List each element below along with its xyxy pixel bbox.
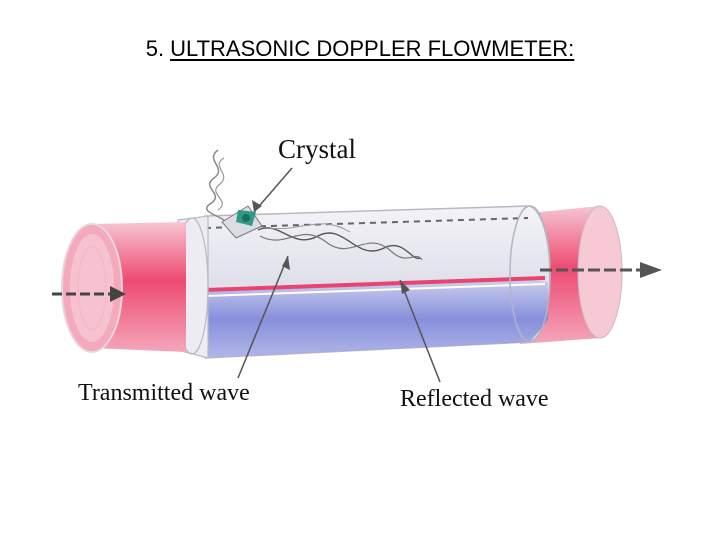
title-number: 5.	[145, 36, 165, 61]
flow-in-arrow	[52, 286, 126, 302]
flow-out-arrow	[540, 262, 662, 278]
inlet-pipe	[61, 222, 186, 353]
transmitted-wave-label: Transmitted wave	[78, 380, 250, 406]
crystal-label: Crystal	[278, 134, 356, 164]
reflected-wave-label: Reflected wave	[400, 386, 549, 412]
slide-title: 5.ULTRASONIC DOPPLER FLOWMETER:	[0, 36, 720, 62]
sensor-housing	[175, 205, 551, 359]
crystal-transducer	[206, 149, 263, 239]
ultrasonic-waves	[257, 223, 423, 261]
crystal-leader	[252, 167, 293, 213]
title-text: ULTRASONIC DOPPLER FLOWMETER:	[170, 36, 575, 61]
reflected-leader	[399, 279, 441, 383]
transmitted-leader	[237, 255, 290, 379]
